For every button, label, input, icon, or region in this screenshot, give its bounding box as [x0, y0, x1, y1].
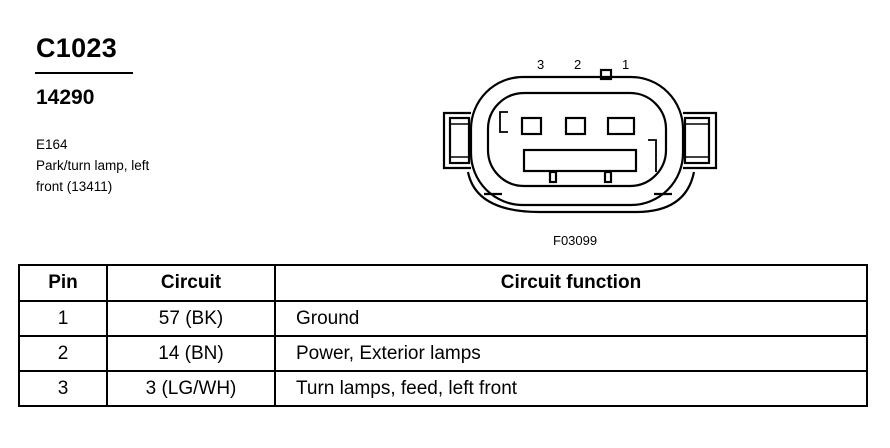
pin-label-2: 2 — [574, 57, 582, 72]
pin-table: Pin Circuit Circuit function 1 57 (BK) G… — [18, 264, 868, 407]
cell-pin: 3 — [18, 370, 108, 407]
connector-info: E164 Park/turn lamp, left front (13411) — [36, 134, 149, 197]
cavity-pin-1 — [606, 116, 636, 136]
title-underline — [35, 72, 133, 74]
lower-slot — [522, 148, 638, 173]
table-row: 2 14 (BN) Power, Exterior lamps — [18, 335, 868, 372]
cell-circuit: 57 (BK) — [106, 300, 276, 337]
pin-table-header: Pin Circuit Circuit function — [18, 264, 868, 302]
connector-description-line2: front (13411) — [36, 179, 113, 194]
connector-face-diagram — [442, 68, 718, 214]
cell-function: Ground — [274, 300, 868, 337]
right-latch-ridges — [686, 123, 708, 158]
outer-housing — [469, 75, 685, 207]
connector-description-line1: Park/turn lamp, left — [36, 158, 150, 173]
table-row: 1 57 (BK) Ground — [18, 300, 868, 337]
key-tab — [599, 68, 613, 81]
pin-label-1: 1 — [622, 57, 630, 72]
header-circuit: Circuit — [106, 264, 276, 302]
side-cavity-left — [499, 111, 508, 133]
cavity-pin-3 — [520, 116, 543, 136]
side-cavity-right — [648, 139, 657, 172]
figure-id: F03099 — [553, 233, 598, 248]
header-function: Circuit function — [274, 264, 868, 302]
left-latch-ridges — [451, 123, 468, 158]
cell-function: Turn lamps, feed, left front — [274, 370, 868, 407]
right-latch-outer — [683, 111, 718, 170]
connector-code: E164 — [36, 137, 68, 152]
slot-tab-left — [548, 170, 558, 184]
connector-id: C1023 — [36, 33, 118, 63]
lower-guard — [466, 171, 696, 214]
cell-circuit: 3 (LG/WH) — [106, 370, 276, 407]
inner-face — [486, 91, 668, 188]
cell-pin: 2 — [18, 335, 108, 372]
table-row: 3 3 (LG/WH) Turn lamps, feed, left front — [18, 370, 868, 407]
cell-function: Power, Exterior lamps — [274, 335, 868, 372]
slot-tab-right — [603, 170, 613, 184]
cell-circuit: 14 (BN) — [106, 335, 276, 372]
pin-label-3: 3 — [537, 57, 545, 72]
right-latch-window — [683, 116, 711, 165]
left-latch-outer — [442, 111, 471, 170]
left-latch-window — [448, 116, 471, 165]
cavity-pin-2 — [564, 116, 587, 136]
cell-pin: 1 — [18, 300, 108, 337]
part-number: 14290 — [36, 86, 95, 109]
header-pin: Pin — [18, 264, 108, 302]
